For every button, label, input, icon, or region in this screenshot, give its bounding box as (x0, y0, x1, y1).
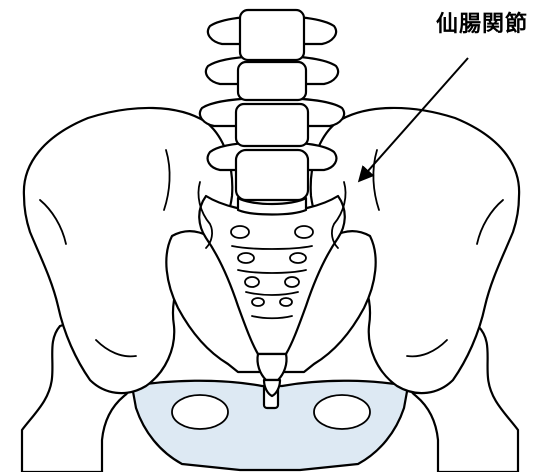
left-obturator-foramen (172, 395, 228, 429)
sacral-foramen (280, 298, 292, 306)
sacral-foramen (290, 253, 306, 263)
sacral-foramen (231, 226, 249, 238)
sacral-foramen (295, 226, 313, 238)
right-obturator-foramen (314, 395, 370, 429)
sacral-foramen (245, 277, 259, 287)
vertebra-l2 (208, 10, 336, 60)
sacroiliac-joint-label: 仙腸関節 (436, 14, 528, 36)
sacral-foramen (252, 298, 264, 306)
sacral-foramen (285, 277, 299, 287)
sacral-foramen (238, 253, 254, 263)
vertebra-l3 (206, 56, 338, 100)
